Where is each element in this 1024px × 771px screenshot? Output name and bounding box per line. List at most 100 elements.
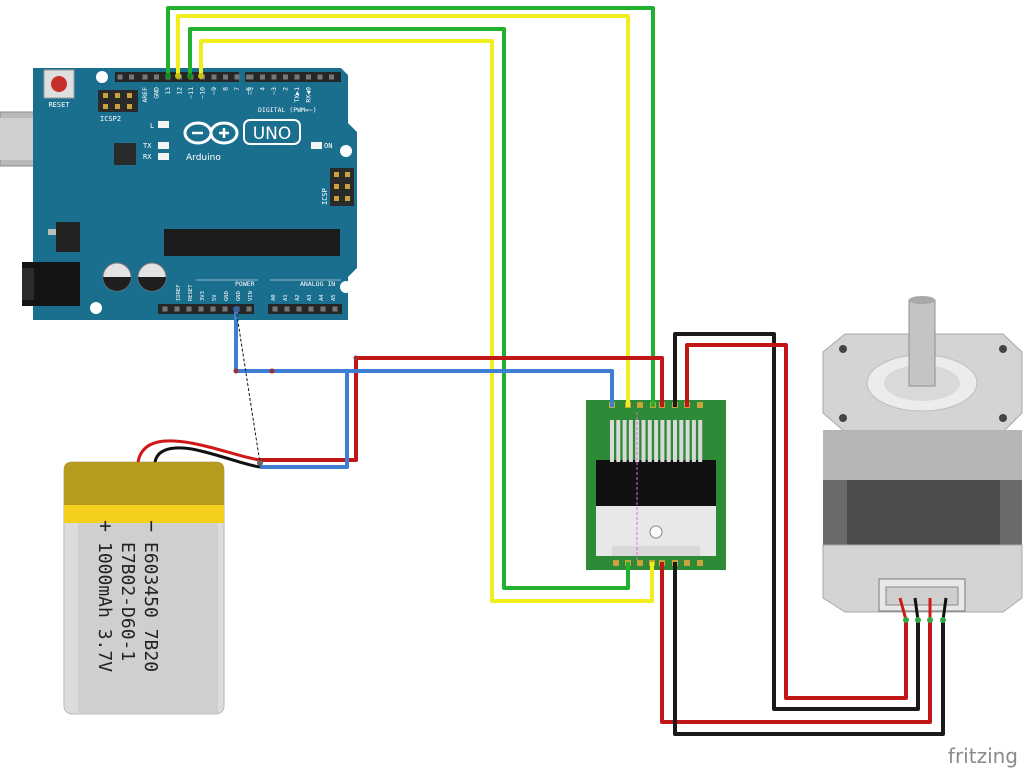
- motor-screw-hole: [839, 345, 847, 353]
- driver-pad-top: [637, 402, 643, 408]
- analog-pin-label: A5: [331, 294, 337, 301]
- led-tx-label: TX: [143, 142, 152, 150]
- power-header: [158, 304, 254, 314]
- icsp-header: [330, 168, 354, 206]
- header-pin-hole: [308, 306, 314, 312]
- usb-chip: [114, 143, 136, 165]
- capacitor-mark: [103, 277, 131, 291]
- header-pin-hole: [129, 74, 134, 80]
- regulator-tab: [48, 229, 56, 235]
- mounting-hole: [96, 71, 108, 83]
- digital-pin-label: 12: [176, 87, 184, 95]
- digital-pin-label: ~6: [245, 87, 253, 95]
- header-pin-hole: [210, 306, 216, 312]
- power-pin-label: VIN: [248, 291, 254, 301]
- header-pin-hole: [248, 74, 254, 80]
- header-pin-hole: [317, 74, 323, 80]
- digital-pin-label: 2: [282, 87, 290, 91]
- header-pin-hole: [117, 74, 123, 80]
- digital-pin-label: ~5: [247, 87, 255, 95]
- mounting-hole: [340, 145, 352, 157]
- header-pin-hole: [142, 74, 148, 80]
- header-pin-hole: [272, 306, 278, 312]
- ratsnest-line: [235, 308, 261, 464]
- lipo-battery: − + E603450 7B20 E7B02-D60-1 1000mAh 3.7…: [63, 461, 225, 715]
- header-pin-hole: [162, 306, 168, 312]
- header-pin-hole: [198, 306, 204, 312]
- led-tx: [158, 142, 169, 149]
- motor-body-side: [1000, 480, 1022, 550]
- digital-header-label: DIGITAL (PWM=~): [258, 106, 317, 114]
- atmega-chip: [164, 229, 340, 256]
- digital-pin-label: 13: [164, 87, 172, 95]
- motor-screw-hole: [999, 414, 1007, 422]
- digital-pin-label: ~3: [270, 87, 278, 95]
- wire-black-motor-a2[interactable]: [673, 332, 920, 711]
- power-pin-label: IOREF: [176, 284, 182, 301]
- icsp-label: ICSP: [321, 188, 329, 205]
- power-pin-label: 5V: [212, 294, 218, 301]
- header-pin-hole: [154, 74, 159, 80]
- wire-yellow-pin10[interactable]: [199, 39, 654, 603]
- header-pin-hole: [260, 74, 265, 80]
- reset-label: RESET: [48, 101, 70, 109]
- heatsink-hole: [649, 525, 663, 539]
- stepper-motor: [822, 296, 1023, 613]
- led-on: [311, 142, 322, 149]
- analog-pin-label: A1: [283, 294, 289, 301]
- digital-pin-label: AREF: [141, 87, 149, 103]
- digital-pin-label: 7: [233, 87, 241, 91]
- capacitor-mark: [138, 277, 166, 291]
- wire-red-motor-a1[interactable]: [685, 343, 908, 700]
- wires: [136, 6, 948, 736]
- driver-pad-bottom: [613, 560, 619, 566]
- wire-green-pin11[interactable]: [188, 27, 630, 590]
- board-body: [33, 68, 357, 320]
- digital-pin-label: ~10: [199, 87, 207, 99]
- power-pin-label: 3V3: [200, 291, 206, 301]
- digital-pin-label: GND: [153, 87, 161, 99]
- motor-connector-slot: [885, 586, 959, 606]
- header-pin-hole: [223, 74, 228, 80]
- power-pin-label: GND: [224, 291, 230, 301]
- wire-green-pin13[interactable]: [166, 6, 655, 407]
- motor-screw-hole: [839, 414, 847, 422]
- power-header-label: POWER: [235, 280, 255, 288]
- analog-pin-label: A4: [319, 294, 325, 301]
- mounting-hole: [340, 281, 352, 293]
- uno-badge: [243, 119, 301, 145]
- analog-header-label: ANALOG IN: [300, 280, 335, 288]
- header-pin-hole: [332, 306, 338, 312]
- header-pin-hole: [174, 306, 180, 312]
- driver-ic-body: [596, 460, 716, 508]
- battery-tape-stripe: [64, 505, 224, 523]
- motor-screw-hole: [999, 345, 1007, 353]
- arduino-brand: Arduino: [186, 153, 221, 163]
- motor-body-side: [823, 480, 847, 550]
- wire-black-motor-b2[interactable]: [673, 562, 945, 736]
- motor-driver-module: [586, 400, 726, 570]
- wire-blue-battery-minus[interactable]: [260, 371, 349, 469]
- header-pin-hole: [283, 74, 288, 80]
- icsp2-label: ICSP2: [100, 115, 121, 123]
- wire-red-motor-b1[interactable]: [660, 562, 932, 724]
- battery-lead-black: [153, 446, 261, 469]
- reset-button-cap[interactable]: [51, 76, 67, 92]
- power-pin-label: GND: [236, 291, 242, 301]
- digital-pin-label: 4: [259, 87, 267, 91]
- header-pin-hole: [271, 74, 277, 80]
- uno-model: UNO: [253, 124, 292, 144]
- wire-blue-ground[interactable]: [234, 309, 614, 407]
- digital-header-right: [245, 72, 341, 82]
- wire-yellow-pin12[interactable]: [176, 14, 630, 407]
- arduino-logo-icon: [183, 121, 239, 145]
- voltage-regulator: [56, 222, 80, 252]
- driver-pad-top: [697, 402, 703, 408]
- digital-pin-label: TX▶1: [293, 87, 301, 103]
- digital-pin-label: 8: [222, 87, 230, 91]
- analog-pin-label: A0: [271, 294, 277, 301]
- battery-lead-red: [136, 439, 261, 463]
- header-pin-hole: [246, 306, 252, 312]
